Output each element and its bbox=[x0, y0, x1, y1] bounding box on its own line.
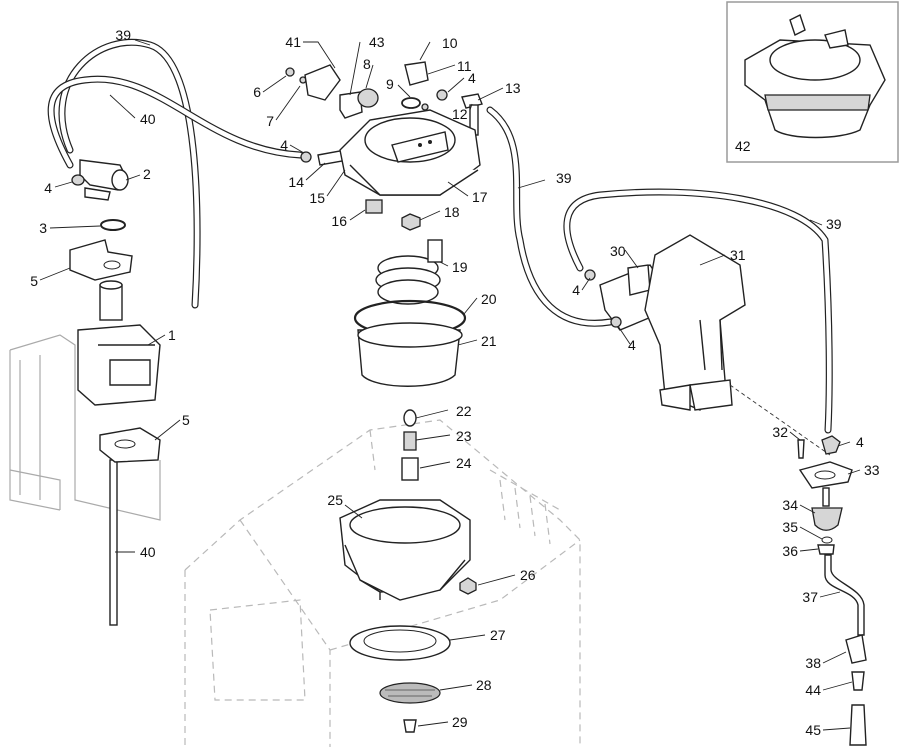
callout-9: 9 bbox=[386, 76, 394, 92]
left-frame bbox=[9, 334, 161, 521]
callout-20: 20 bbox=[481, 291, 497, 307]
callout-4-top: 4 bbox=[468, 70, 476, 86]
callout-24: 24 bbox=[456, 455, 472, 471]
callout-45: 45 bbox=[805, 722, 821, 738]
inset-42 bbox=[726, 1, 899, 163]
nut-16-18 bbox=[365, 199, 421, 231]
callout-36: 36 bbox=[782, 543, 798, 559]
callout-5-top: 5 bbox=[30, 273, 38, 289]
callout-40-top: 40 bbox=[140, 111, 156, 127]
elbow-fitting-2 bbox=[79, 159, 129, 201]
callout-41: 41 bbox=[285, 34, 301, 50]
callout-37: 37 bbox=[802, 589, 818, 605]
small-parts-top bbox=[285, 61, 483, 166]
callout-6: 6 bbox=[253, 84, 261, 100]
callout-13: 13 bbox=[505, 80, 521, 96]
callout-26: 26 bbox=[520, 567, 536, 583]
callout-5-bottom: 5 bbox=[182, 412, 190, 428]
callout-10: 10 bbox=[442, 35, 458, 51]
callout-19: 19 bbox=[452, 259, 468, 275]
callout-32: 32 bbox=[772, 424, 788, 440]
callout-16: 16 bbox=[331, 213, 347, 229]
callout-44: 44 bbox=[805, 682, 821, 698]
o-ring-3 bbox=[100, 219, 126, 231]
bracket-5-top bbox=[69, 239, 133, 281]
callout-39-right: 39 bbox=[826, 216, 842, 232]
callout-4-right-a: 4 bbox=[572, 282, 580, 298]
callout-18: 18 bbox=[444, 204, 460, 220]
callout-4-right-c: 4 bbox=[856, 434, 864, 450]
hose-39-right bbox=[563, 188, 833, 434]
callout-1: 1 bbox=[168, 327, 176, 343]
callout-28: 28 bbox=[476, 677, 492, 693]
callout-40-bottom: 40 bbox=[140, 544, 156, 560]
callout-15: 15 bbox=[309, 190, 325, 206]
callout-12: 12 bbox=[452, 106, 468, 122]
callout-labels: 1 2 3 4 5 5 39 40 40 41 43 6 7 8 9 10 11… bbox=[30, 27, 880, 738]
right-chain bbox=[797, 435, 867, 746]
callout-8: 8 bbox=[363, 56, 371, 72]
hose-40-left bbox=[47, 75, 304, 169]
ghost-housing bbox=[184, 419, 581, 747]
callout-4-left: 4 bbox=[44, 180, 52, 196]
hose-39-center bbox=[486, 106, 614, 327]
callout-21: 21 bbox=[481, 333, 497, 349]
hose-40-vertical bbox=[109, 459, 118, 626]
callout-2: 2 bbox=[143, 166, 151, 182]
callout-43: 43 bbox=[369, 34, 385, 50]
callout-34: 34 bbox=[782, 497, 798, 513]
leader-lines bbox=[39, 39, 861, 731]
callout-14: 14 bbox=[288, 174, 304, 190]
callout-3: 3 bbox=[39, 220, 47, 236]
pump-1 bbox=[77, 280, 161, 406]
callout-29: 29 bbox=[452, 714, 468, 730]
boiler-lid-17 bbox=[339, 109, 481, 196]
gasket-27 bbox=[349, 625, 451, 661]
callout-25: 25 bbox=[327, 492, 343, 508]
guide-line bbox=[729, 384, 831, 456]
callout-39-center: 39 bbox=[556, 170, 572, 186]
nut-26 bbox=[459, 577, 477, 595]
callout-23: 23 bbox=[456, 428, 472, 444]
callout-38: 38 bbox=[805, 655, 821, 671]
callout-30: 30 bbox=[610, 243, 626, 259]
callout-4-mid: 4 bbox=[280, 137, 288, 153]
heating-element-19 bbox=[375, 239, 443, 305]
callout-35: 35 bbox=[782, 519, 798, 535]
base-housing-25 bbox=[339, 499, 471, 601]
filter-screen-28 bbox=[379, 682, 441, 704]
callout-7: 7 bbox=[266, 113, 274, 129]
callout-11: 11 bbox=[457, 58, 472, 74]
callout-31: 31 bbox=[730, 247, 746, 263]
callout-27: 27 bbox=[490, 627, 506, 643]
boiler-body-21 bbox=[357, 322, 463, 387]
callout-4-right-b: 4 bbox=[628, 337, 636, 353]
bracket-5-bottom bbox=[99, 427, 161, 463]
callout-39-left: 39 bbox=[115, 27, 131, 43]
valve-stack-22-24 bbox=[401, 409, 419, 481]
nut-4-left bbox=[71, 174, 85, 186]
screw-29 bbox=[403, 719, 417, 733]
callout-22: 22 bbox=[456, 403, 472, 419]
callout-42: 42 bbox=[735, 138, 751, 154]
bracket-31 bbox=[644, 234, 746, 411]
callout-33: 33 bbox=[864, 462, 880, 478]
callout-17: 17 bbox=[472, 189, 488, 205]
